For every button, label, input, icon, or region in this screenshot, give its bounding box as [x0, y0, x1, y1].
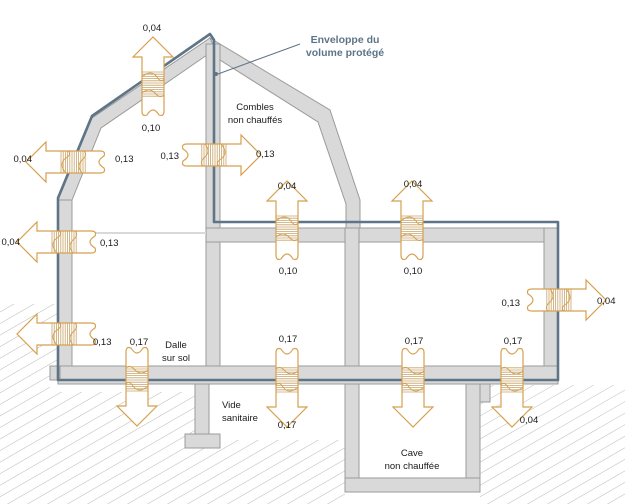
flow-value-out: 0,13: [256, 149, 275, 160]
flow-right-wall: 0,13 0,04: [502, 278, 616, 322]
flow-ground-wall: 0,13: [16, 312, 112, 356]
flow-arrow-curve: [275, 216, 299, 242]
crawl-label-line2: sanitaire: [222, 413, 258, 424]
flow-value-in: 0,17: [504, 336, 523, 347]
flow-arrow-floor-cellar: [391, 347, 435, 428]
flow-floor-cellar: 0,17: [391, 336, 435, 428]
flow-arrow-ceiling-1: [265, 180, 309, 261]
protected-volume-envelope: [56, 32, 560, 382]
flow-value-in: 0,04: [404, 179, 423, 190]
flow-value-in: 0,04: [2, 237, 21, 248]
flow-arrow-ceiling-2: [390, 180, 434, 261]
flow-left-wall: 0,04 0,13: [2, 220, 119, 264]
slab-label-line2: sur sol: [162, 353, 190, 364]
flow-value-out: 0,04: [597, 296, 616, 307]
flow-value-out: 0,17: [278, 420, 297, 431]
cellar-label-line2: non chauffée: [385, 461, 440, 472]
flow-floor-crawl: 0,17 0,17: [265, 334, 309, 431]
flow-arrow-curve: [141, 72, 165, 98]
flow-arrow-curve: [52, 322, 78, 346]
flow-arrow-roof-top: [131, 36, 175, 117]
envelope-callout: Enveloppe du volume protégé: [214, 34, 384, 76]
attic-label-line2: non chauffés: [228, 115, 282, 126]
flow-arrow-ground-wall: [16, 312, 97, 356]
flow-value-out: 0,13: [100, 238, 119, 249]
flow-arrow-curve: [400, 216, 424, 242]
attic-label-line1: Combles: [236, 102, 274, 113]
flow-arrow-roof-mid: [25, 140, 106, 184]
flow-value-out: 0,13: [115, 154, 134, 165]
flow-value-in: 0,13: [161, 151, 180, 162]
flow-slab-on-ground: 0,17: [115, 337, 159, 427]
flow-value-in: 0,13: [502, 298, 521, 309]
flow-arrow-floor-right: [490, 347, 534, 428]
flow-arrow-attic-wall: [181, 133, 262, 177]
flow-roof-mid: 0,04 0,13: [14, 140, 134, 184]
flow-arrow-curve: [125, 365, 149, 391]
flow-roof-top: 0,04 0,10: [131, 23, 175, 134]
flow-value-out: 0,04: [520, 415, 539, 426]
flow-ceiling-1: 0,04 0,10: [265, 180, 309, 277]
flow-arrow-curve: [52, 230, 78, 254]
flow-value-out: 0,13: [93, 337, 112, 348]
flow-arrow-curve: [200, 143, 226, 167]
flow-value-in: 0,04: [143, 23, 162, 34]
cellar-label-line1: Cave: [401, 448, 423, 459]
area-labels: Combles non chauffés Dalle sur sol Vide …: [162, 102, 439, 472]
ground-hatch: [0, 304, 625, 504]
flow-arrow-left-wall: [16, 220, 97, 264]
flow-arrow-right-wall: [526, 278, 607, 322]
flow-ceiling-2: 0,04 0,10: [390, 179, 434, 277]
flow-value-in: 0,04: [14, 154, 33, 165]
flow-arrow-curve: [500, 366, 524, 392]
flow-value-out: 0,10: [404, 266, 423, 277]
flow-value-in: 0,17: [405, 336, 424, 347]
flow-value-in: 0,04: [278, 181, 297, 192]
flow-value-in: 0,17: [279, 334, 298, 345]
envelope-label-line1: Enveloppe du: [311, 34, 380, 46]
flow-arrow-curve: [545, 288, 571, 312]
flow-value-in: 0,17: [130, 337, 149, 348]
flow-arrow-curve: [401, 366, 425, 392]
flow-attic-wall: 0,13 0,13: [161, 133, 275, 177]
flow-value-out: 0,10: [279, 266, 298, 277]
flow-floor-right: 0,17 0,04: [490, 336, 539, 428]
crawl-label-line1: Vide: [222, 400, 241, 411]
flow-arrow-floor-crawl: [265, 347, 309, 428]
slab-label-line1: Dalle: [165, 340, 187, 351]
flow-arrow-curve: [275, 366, 299, 392]
flow-arrow-slab-on-ground: [115, 346, 159, 427]
flow-value-out: 0,10: [142, 123, 161, 134]
envelope-label-line2: volume protégé: [306, 47, 384, 59]
flow-arrow-curve: [61, 150, 87, 174]
